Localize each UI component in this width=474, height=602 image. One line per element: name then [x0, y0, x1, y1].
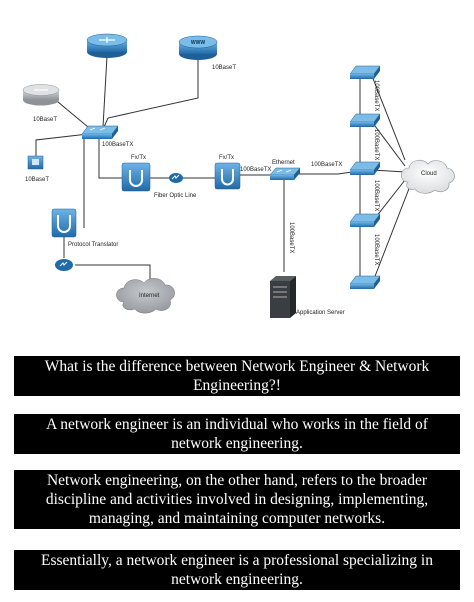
stack-switch-3: [349, 161, 381, 175]
link-router-left-hub: [51, 96, 89, 128]
label-10baset-left: 10BaseT: [33, 117, 57, 123]
router-top: [86, 33, 128, 58]
label-stack-3: 100BaseTX: [373, 180, 379, 211]
link-router-top-hub: [102, 55, 108, 128]
network-diagram: WWW 10BaseT 10BaseT 100BaseTX 10BaseT Fx…: [22, 33, 455, 318]
label-fxtx-2: Fx/Tx: [219, 155, 234, 161]
fxtx-converter-2: [214, 162, 241, 190]
label-stack-1: 100BaseTX: [373, 80, 379, 111]
label-stack-2: 100BaseTX: [373, 129, 379, 160]
application-server: [270, 276, 296, 318]
stack-switch-2: [349, 113, 381, 127]
translator-connector: [55, 259, 73, 271]
caption-essentially: Essentially, a network engineer is a pro…: [14, 550, 460, 590]
fiber-connector: [169, 173, 183, 183]
fxtx-converter-1: [121, 162, 151, 192]
label-hub-100basetx: 100BaseTX: [102, 142, 133, 148]
stack-switch-5: [349, 275, 381, 289]
link-www-hub: [103, 58, 199, 128]
link-stack2-cloud: [371, 121, 406, 167]
cloud: [401, 159, 455, 194]
link-device-left-hub: [35, 133, 89, 162]
protocol-translator: [51, 208, 77, 238]
device-left: [27, 155, 44, 170]
link-stack5-cloud: [371, 185, 411, 285]
label-fxtx-1: Fx/Tx: [131, 155, 146, 161]
hub-switch: [81, 125, 119, 139]
label-cloud: Cloud: [421, 171, 437, 177]
link-hub-fxtx1: [98, 138, 122, 179]
ethernet-switch: [269, 167, 301, 180]
label-fiber: Fiber Optic Line: [154, 193, 197, 199]
label-ethernet: Ethernet: [272, 160, 295, 166]
router-left: [22, 84, 60, 106]
label-link-100basetx-b: 100BaseTX: [311, 162, 342, 168]
stack-switch-1: [349, 65, 381, 79]
label-application-server: Application Server: [296, 310, 345, 316]
link-stack1-cloud: [371, 75, 406, 161]
label-internet: Internet: [139, 293, 160, 299]
stack-switch-4: [349, 213, 381, 227]
caption-network-engineering: Network engineering, on the other hand, …: [14, 470, 460, 529]
label-vertical-100basetx: 100BaseTX: [288, 222, 294, 253]
link-ethernet-stack: [297, 171, 353, 175]
label-stack-4: 100BaseTX: [373, 234, 379, 265]
connection-lines: [35, 55, 411, 286]
caption-network-engineer: A network engineer is an individual who …: [14, 414, 460, 454]
label-protocol-translator: Protocol Translator: [68, 242, 118, 248]
label-10baset-bottom: 10BaseT: [25, 177, 49, 183]
www-label: WWW: [191, 40, 205, 46]
caption-question: What is the difference between Network E…: [14, 356, 460, 396]
label-10baset-top: 10BaseT: [212, 65, 236, 71]
link-translator-internet: [75, 264, 151, 280]
www-server: WWW: [178, 35, 218, 60]
label-link-100basetx-a: 100BaseTX: [240, 167, 271, 173]
internet-cloud: [116, 278, 175, 314]
